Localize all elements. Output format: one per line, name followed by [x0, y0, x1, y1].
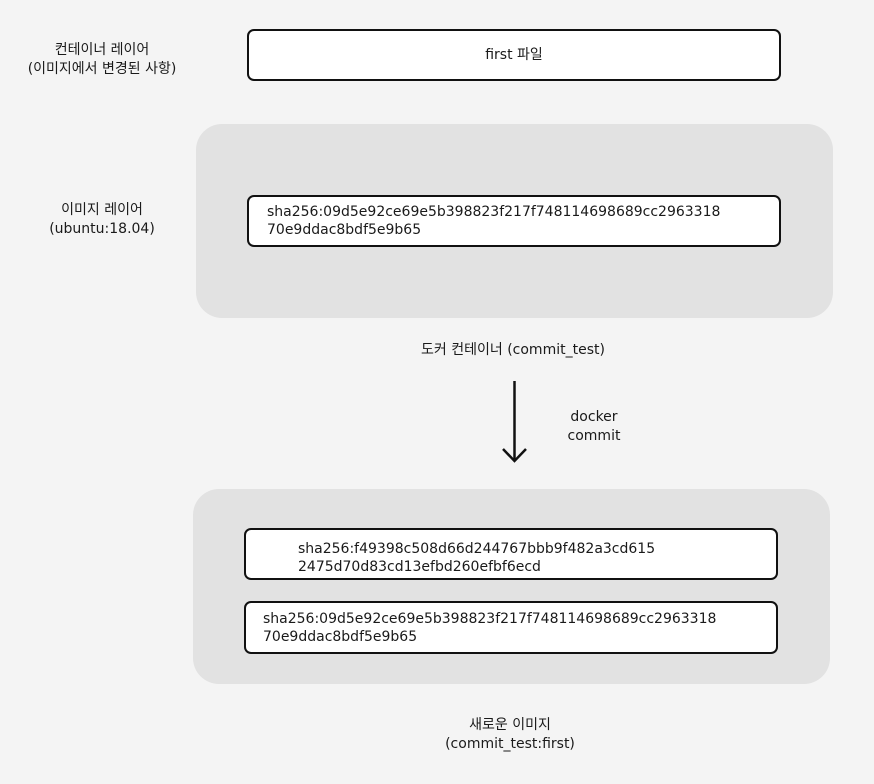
new-image-caption: 새로운 이미지 (commit_test:first) — [405, 716, 615, 754]
new-image-base-hash-line2: 70e9ddac8bdf5e9b65 — [263, 629, 418, 645]
commit-label: docker commit — [549, 408, 639, 446]
container-layer-title: 컨테이너 레이어 — [54, 42, 150, 58]
image-layer-subtitle: (ubuntu:18.04) — [49, 221, 155, 237]
commit-label-line1: docker — [570, 409, 618, 425]
new-image-caption-tag: (commit_test:first) — [445, 736, 575, 752]
new-image-base-layer-box: sha256:09d5e92ce69e5b398823f217f74811469… — [244, 601, 778, 654]
image-layer-hash-box: sha256:09d5e92ce69e5b398823f217f74811469… — [247, 195, 781, 247]
container-layer-box: first 파일 — [247, 29, 781, 81]
image-layer-title: 이미지 레이어 — [61, 202, 143, 218]
new-image-top-layer-box: sha256:f49398c508d66d244767bbb9f482a3cd6… — [244, 528, 778, 580]
container-layer-subtitle: (이미지에서 변경된 사항) — [27, 61, 177, 77]
new-image-caption-title: 새로운 이미지 — [469, 717, 551, 733]
container-layer-file: first 파일 — [485, 47, 543, 63]
image-layer-hash-line1: sha256:09d5e92ce69e5b398823f217f74811469… — [267, 204, 721, 220]
new-image-top-hash-line1: sha256:f49398c508d66d244767bbb9f482a3cd6… — [298, 541, 656, 557]
container-layer-label: 컨테이너 레이어 (이미지에서 변경된 사항) — [12, 41, 192, 79]
commit-arrow-icon — [502, 381, 527, 463]
commit-label-line2: commit — [567, 428, 621, 444]
container-caption: 도커 컨테이너 (commit_test) — [363, 341, 663, 360]
image-layer-label: 이미지 레이어 (ubuntu:18.04) — [22, 201, 182, 239]
new-image-top-hash-line2: 2475d70d83cd13efbd260efbf6ecd — [298, 559, 541, 575]
new-image-base-hash-line1: sha256:09d5e92ce69e5b398823f217f74811469… — [263, 611, 717, 627]
new-image-panel — [193, 489, 830, 684]
container-caption-text: 도커 컨테이너 (commit_test) — [421, 342, 605, 358]
image-layer-hash-line2: 70e9ddac8bdf5e9b65 — [267, 222, 422, 238]
